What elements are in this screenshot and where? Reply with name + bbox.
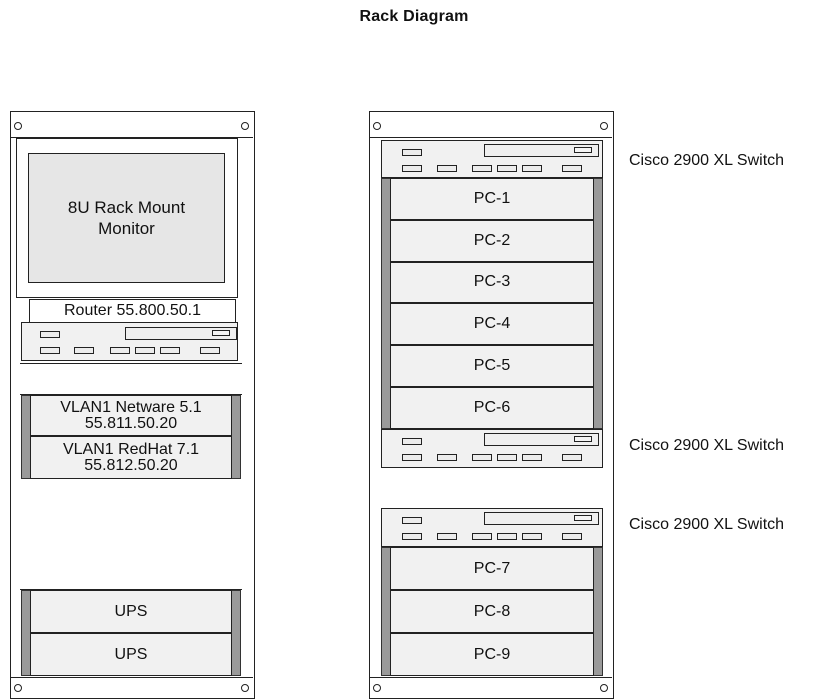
monitor-label: 8U Rack Mount Monitor <box>67 197 186 238</box>
pc-unit: PC-2 <box>390 219 594 262</box>
pc-label: PC-6 <box>473 398 511 416</box>
pc-label: PC-9 <box>473 645 511 663</box>
server-name: VLAN1 Netware 5.1 <box>60 399 202 417</box>
mounting-hole-icon <box>14 122 22 130</box>
ups-unit: UPS <box>30 590 232 633</box>
mounting-hole-icon <box>241 122 249 130</box>
pc-unit: PC-7 <box>390 547 594 590</box>
pc-label: PC-8 <box>473 602 511 620</box>
mounting-hole-icon <box>600 122 608 130</box>
empty-bay <box>20 363 242 395</box>
mounting-hole-icon <box>373 684 381 692</box>
pc-unit: PC-3 <box>390 261 594 304</box>
pc-label: PC-1 <box>473 189 511 207</box>
mounting-hole-icon <box>241 684 249 692</box>
pc-unit: PC-9 <box>390 633 594 676</box>
server-name: VLAN1 RedHat 7.1 <box>62 441 200 459</box>
pc-label: PC-4 <box>473 315 511 333</box>
empty-bay <box>381 468 603 508</box>
right-rack-bottom-strip <box>370 677 612 699</box>
right-rail <box>593 547 603 676</box>
pc-unit: PC-4 <box>390 303 594 346</box>
pc-label: PC-2 <box>473 231 511 249</box>
diagram-title: Rack Diagram <box>359 8 469 25</box>
right-rail <box>231 395 241 479</box>
rack-monitor: 8U Rack Mount Monitor <box>16 138 238 298</box>
ups-unit: UPS <box>30 633 232 676</box>
server-ip: 55.811.50.20 <box>84 414 178 432</box>
left-rack-bottom-strip <box>11 677 253 699</box>
switch-3 <box>381 508 603 547</box>
router-label: Router 55.800.50.1 <box>29 299 236 323</box>
ups-label: UPS <box>114 645 148 663</box>
mounting-hole-icon <box>14 684 22 692</box>
switch-label: Cisco 2900 XL Switch <box>629 516 785 533</box>
mounting-hole-icon <box>600 684 608 692</box>
pc-label: PC-7 <box>473 559 511 577</box>
pc-unit: PC-6 <box>390 387 594 429</box>
empty-bay <box>20 479 242 590</box>
server-redhat: VLAN1 RedHat 7.1 55.812.50.20 <box>30 436 232 479</box>
pc-unit: PC-1 <box>390 178 594 220</box>
switch-2 <box>381 429 603 468</box>
pc-unit: PC-8 <box>390 590 594 633</box>
right-rail <box>231 590 241 676</box>
monitor-screen: 8U Rack Mount Monitor <box>28 153 225 283</box>
mounting-hole-icon <box>373 122 381 130</box>
switch-label: Cisco 2900 XL Switch <box>629 437 785 454</box>
pc-label: PC-3 <box>473 273 511 291</box>
ups-label: UPS <box>114 602 148 620</box>
switch-label: Cisco 2900 XL Switch <box>629 152 785 169</box>
left-rack-top-strip <box>11 112 253 138</box>
router-device <box>21 322 238 361</box>
pc-unit: PC-5 <box>390 345 594 387</box>
right-rail <box>593 178 603 429</box>
switch-1 <box>381 140 603 178</box>
server-ip: 55.812.50.20 <box>84 456 178 474</box>
right-rack-top-strip <box>370 112 612 138</box>
pc-label: PC-5 <box>473 357 511 375</box>
server-netware: VLAN1 Netware 5.1 55.811.50.20 <box>30 395 232 436</box>
